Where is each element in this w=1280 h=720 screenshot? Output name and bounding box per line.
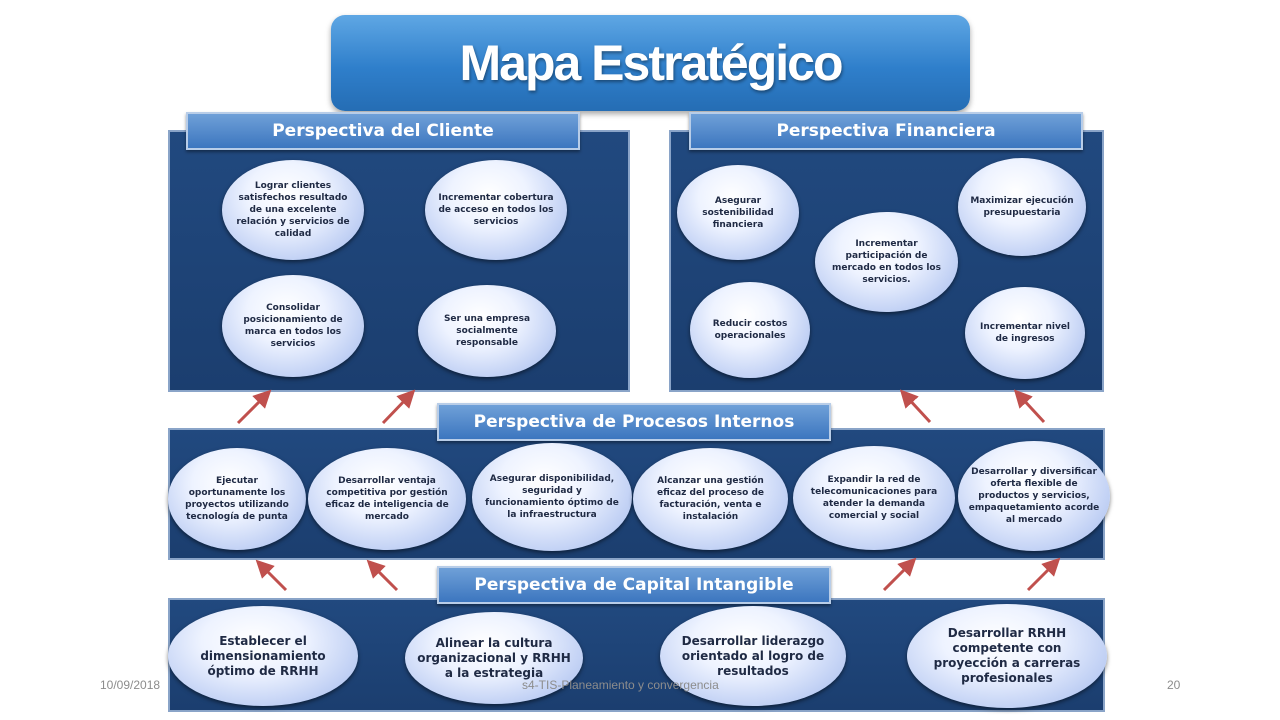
header-financiera-label: Perspectiva Financiera: [776, 121, 996, 141]
oval-procesos-2: Desarrollar ventaja competitiva por gest…: [308, 448, 466, 550]
oval-capital-1: Establecer el dimensionamiento óptimo de…: [168, 606, 358, 706]
oval-procesos-1: Ejecutar oportunamente los proyectos uti…: [168, 448, 306, 550]
oval-procesos-3: Asegurar disponibilidad, seguridad y fun…: [472, 443, 632, 551]
oval-financiera-4: Reducir costos operacionales: [690, 282, 810, 378]
oval-financiera-3: Maximizar ejecución presupuestaria: [958, 158, 1086, 256]
arrow-procesos-financiera-1: [899, 389, 932, 424]
oval-procesos-4: Alcanzar una gestión eficaz del proceso …: [633, 448, 788, 550]
oval-financiera-5: Incrementar nivel de ingresos: [965, 287, 1085, 379]
title-banner: Mapa Estratégico: [331, 15, 970, 111]
oval-financiera-2: Incrementar participación de mercado en …: [815, 212, 958, 312]
arrow-capital-procesos-4: [1026, 557, 1061, 592]
oval-cliente-3: Consolidar posicionamiento de marca en t…: [222, 275, 364, 377]
arrow-capital-procesos-1: [255, 559, 288, 592]
oval-procesos-5: Expandir la red de telecomunicaciones pa…: [793, 446, 955, 550]
header-procesos: Perspectiva de Procesos Internos: [437, 403, 831, 441]
header-cliente: Perspectiva del Cliente: [186, 112, 580, 150]
header-procesos-label: Perspectiva de Procesos Internos: [473, 412, 795, 432]
oval-cliente-1: Lograr clientes satisfechos resultado de…: [222, 160, 364, 260]
footer-subject: s4-TIS-Planeamiento y convergencia: [522, 678, 719, 692]
oval-capital-4: Desarrollar RRHH competente con proyecci…: [907, 604, 1107, 708]
oval-procesos-6: Desarrollar y diversificar oferta flexib…: [958, 441, 1110, 551]
oval-capital-2: Alinear la cultura organizacional y RRHH…: [405, 612, 583, 704]
oval-cliente-2: Incrementar cobertura de acceso en todos…: [425, 160, 567, 260]
oval-cliente-4: Ser una empresa socialmente responsable: [418, 285, 556, 377]
header-capital-label: Perspectiva de Capital Intangible: [474, 575, 794, 595]
footer-date: 10/09/2018: [100, 678, 161, 692]
header-capital: Perspectiva de Capital Intangible: [437, 566, 831, 604]
footer-page-number: 20: [1167, 678, 1181, 692]
arrow-procesos-cliente-1: [236, 389, 272, 425]
oval-financiera-1: Asegurar sostenibilidad financiera: [677, 165, 799, 260]
arrow-procesos-cliente-2: [381, 389, 416, 425]
page-title: Mapa Estratégico: [459, 35, 843, 91]
arrow-capital-procesos-2: [366, 559, 399, 592]
header-financiera: Perspectiva Financiera: [689, 112, 1083, 150]
oval-capital-3: Desarrollar liderazgo orientado al logro…: [660, 606, 846, 706]
header-cliente-label: Perspectiva del Cliente: [272, 121, 494, 141]
arrow-procesos-financiera-2: [1013, 389, 1046, 424]
arrow-capital-procesos-3: [882, 557, 917, 592]
